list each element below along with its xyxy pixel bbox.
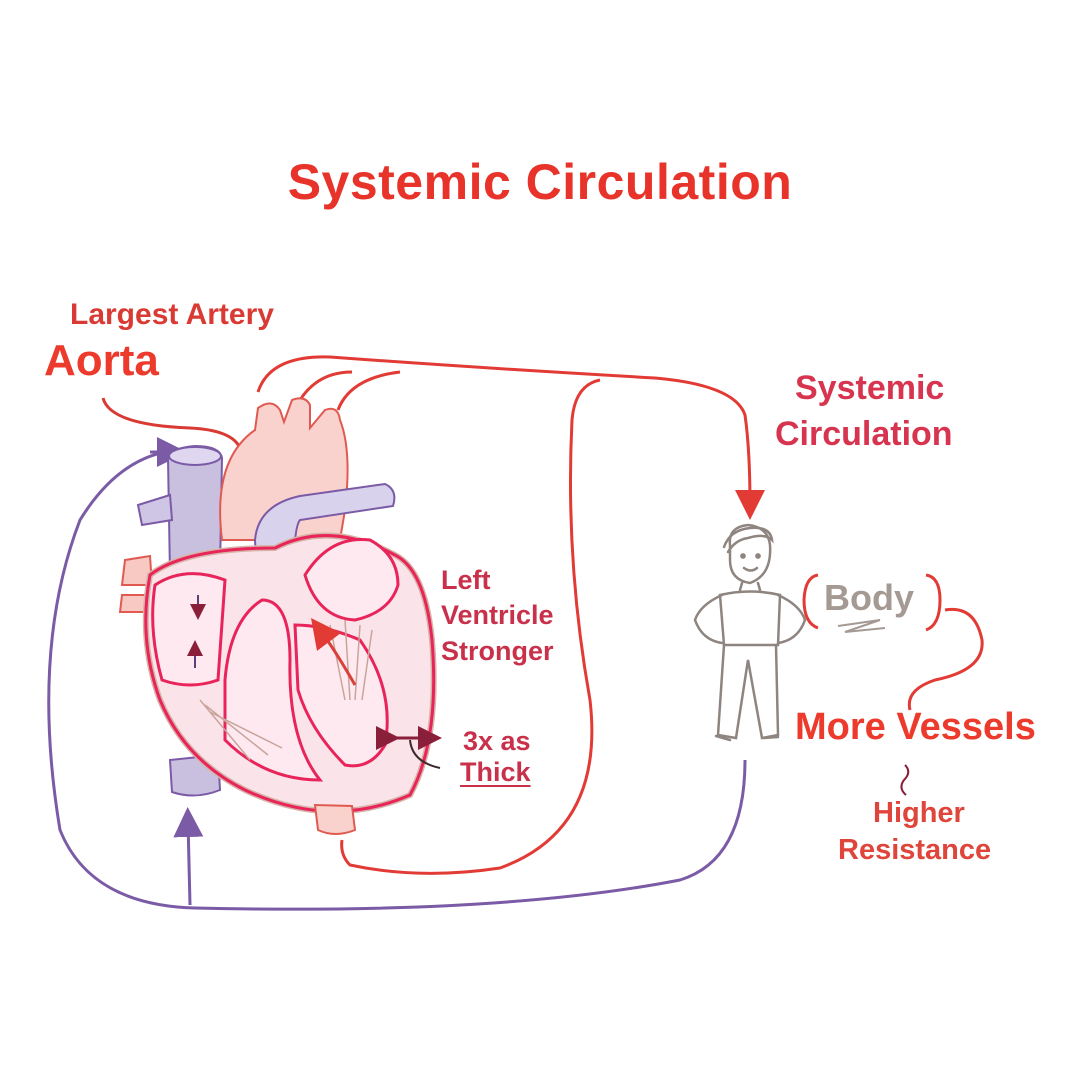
aorta-pointer-line xyxy=(101,397,242,449)
systemic-label-line1: Systemic xyxy=(795,369,945,407)
thickness-label-line1: 3x as xyxy=(463,726,531,756)
left-ventricle-label-line1: Left xyxy=(441,565,491,595)
right-atrium xyxy=(151,572,227,687)
largest-artery-label: Largest Artery xyxy=(70,298,274,331)
right-ventricle xyxy=(223,598,324,782)
page-title: Systemic Circulation xyxy=(287,154,793,210)
venous-return-path xyxy=(47,437,747,911)
body-label: Body xyxy=(824,577,914,618)
left-ventricle-label-line2: Ventricle xyxy=(441,600,554,630)
more-vessels-label: More Vessels xyxy=(795,706,1036,748)
heart-illustration xyxy=(118,397,442,835)
higher-resistance-label-line2: Resistance xyxy=(838,834,992,866)
left-ventricle-label-line3: Stronger xyxy=(441,636,554,666)
aorta-label: Aorta xyxy=(44,336,159,385)
systemic-label-line2: Circulation xyxy=(775,415,953,453)
left-atrium xyxy=(303,537,400,622)
person-figure xyxy=(693,523,807,742)
thickness-label-line2: Thick xyxy=(460,757,531,787)
systemic-artery-path xyxy=(256,355,765,875)
body-bracket xyxy=(802,573,984,796)
higher-resistance-label-line1: Higher xyxy=(873,797,965,829)
